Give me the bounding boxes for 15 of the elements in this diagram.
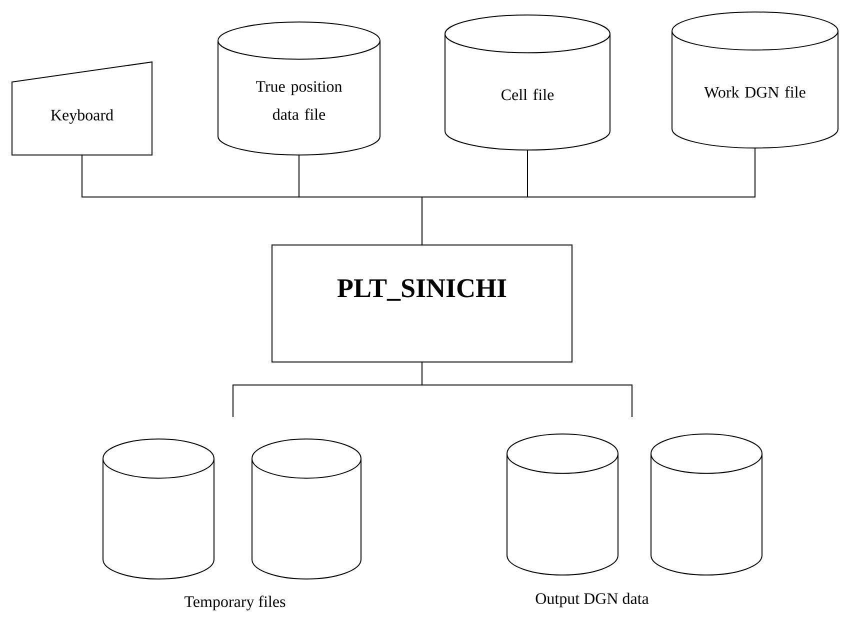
storage-cylinder: True position data file <box>218 22 380 156</box>
node-label: Work DGN file <box>704 86 806 98</box>
process-box: PLT_SINICHI <box>272 244 572 362</box>
storage-cylinder <box>650 434 762 576</box>
storage-cylinder <box>506 434 618 576</box>
storage-cylinder: Cell file <box>444 14 610 150</box>
storage-cylinder <box>252 438 362 580</box>
group-label: Output DGN data <box>536 592 649 608</box>
node-label: True position data file <box>256 81 342 120</box>
connector-line <box>422 148 756 245</box>
storage-cylinder <box>102 438 214 580</box>
connector-line <box>422 362 632 418</box>
group-label: Temporary files <box>184 596 286 610</box>
storage-cylinder: Work DGN file <box>672 12 838 148</box>
node-label: Cell file <box>502 88 554 100</box>
